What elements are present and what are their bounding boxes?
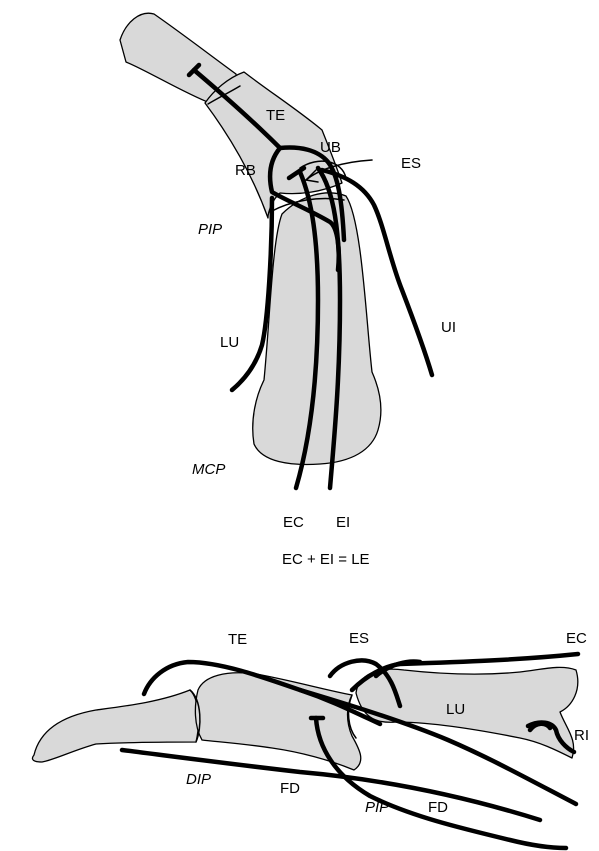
label-pip-side: PIP xyxy=(365,799,389,816)
label-pip-top: PIP xyxy=(198,221,222,238)
label-ei-top: EI xyxy=(336,514,350,531)
label-mcp-top: MCP xyxy=(192,461,225,478)
label-te-side: TE xyxy=(228,631,247,648)
top-view: TE UB ES RB PIP UI LU MCP EC EI EC + EI … xyxy=(120,13,456,568)
label-ec-side: EC xyxy=(566,630,587,647)
label-ui-top: UI xyxy=(441,319,456,336)
label-es-side: ES xyxy=(349,630,369,647)
label-dip-side: DIP xyxy=(186,771,211,788)
label-ub-top: UB xyxy=(320,139,341,156)
label-fd-side-1: FD xyxy=(280,780,300,797)
label-rb-top: RB xyxy=(235,162,256,179)
label-fd-side-2: FD xyxy=(428,799,448,816)
middle-phalanx-side xyxy=(195,673,360,770)
side-view: TE ES EC LU RI DIP FD PIP FD xyxy=(32,630,589,848)
label-lu-side: LU xyxy=(446,701,465,718)
label-ri-side: RI xyxy=(574,727,589,744)
label-ec-top: EC xyxy=(283,514,304,531)
distal-phalanx-side xyxy=(32,690,198,762)
label-es-top: ES xyxy=(401,155,421,172)
label-equation: EC + EI = LE xyxy=(282,551,370,568)
label-te-top: TE xyxy=(266,107,285,124)
label-lu-top: LU xyxy=(220,334,239,351)
